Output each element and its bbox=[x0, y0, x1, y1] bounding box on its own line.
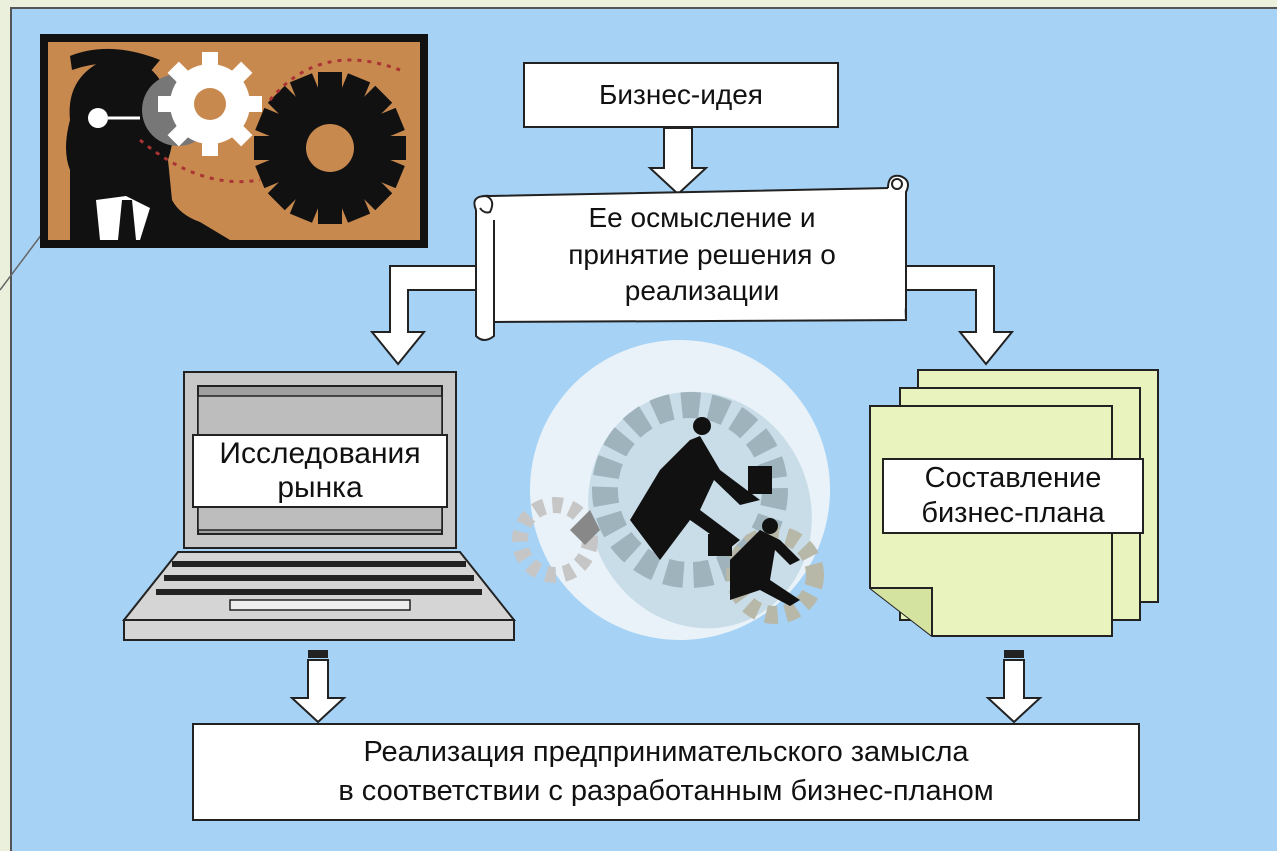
node-business-idea: Бизнес-идея bbox=[523, 62, 839, 128]
node-decision: Ее осмысление и принятие решения о реали… bbox=[568, 202, 836, 307]
arrow-decision-to-plan bbox=[905, 265, 1015, 366]
businessman-gears-icon bbox=[40, 34, 428, 248]
running-businessmen-gears-icon bbox=[512, 340, 830, 640]
node-business-plan: Составление бизнес-плана bbox=[882, 458, 1144, 534]
decision-scroll-shape bbox=[473, 174, 909, 341]
arrow-plan-to-realization bbox=[985, 650, 1043, 724]
arrow-decision-to-research bbox=[369, 265, 479, 366]
node-market-research: Исследования рынка bbox=[192, 434, 448, 508]
arrow-idea-to-decision bbox=[647, 127, 709, 196]
node-realization: Реализация предпринимательского замысла … bbox=[192, 723, 1140, 821]
arrow-research-to-realization bbox=[289, 650, 347, 724]
